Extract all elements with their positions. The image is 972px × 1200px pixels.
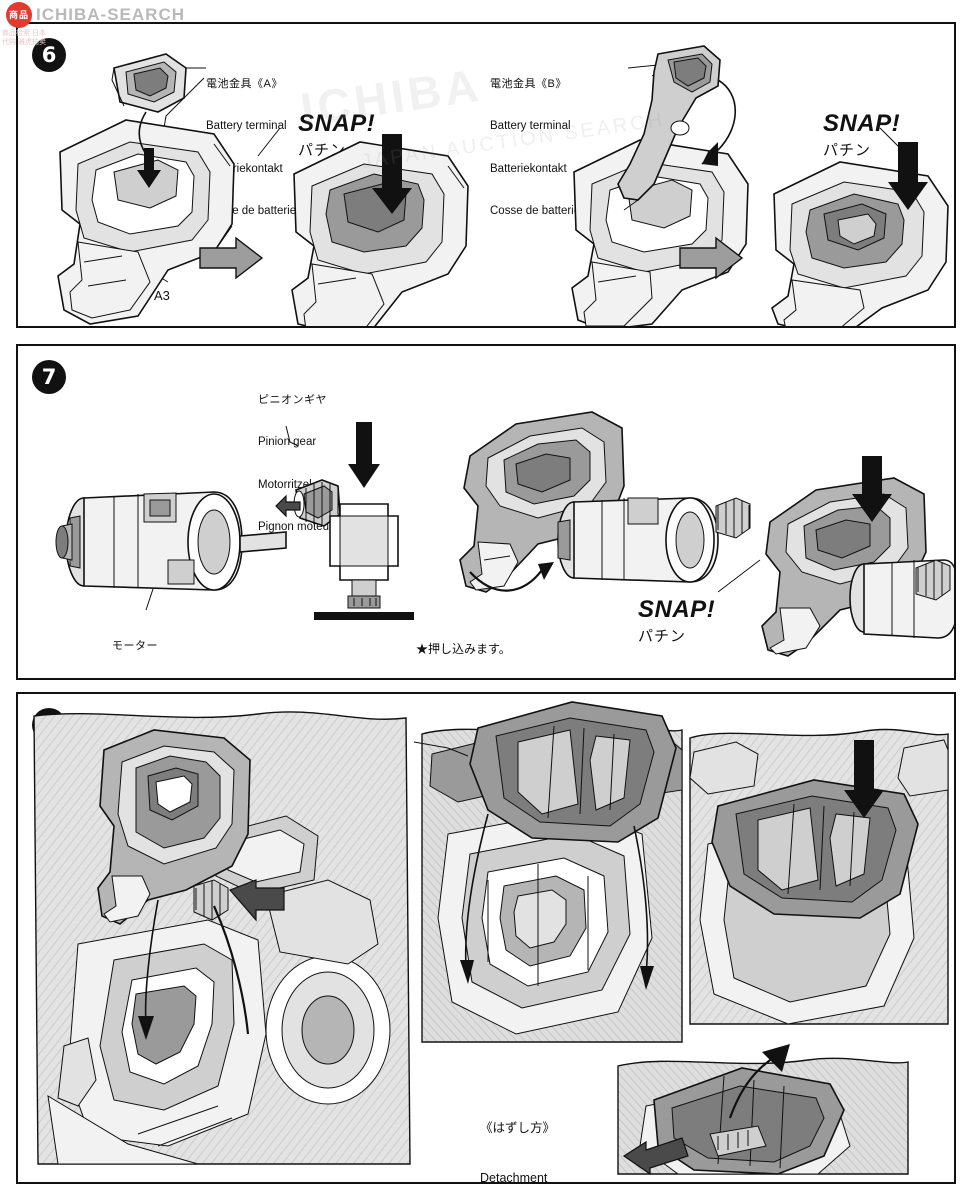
part-label-a3: A3	[154, 288, 170, 303]
press-motor-arrow	[852, 456, 892, 522]
step-7-artwork	[55, 411, 954, 657]
snap-label-3: SNAP! パチン	[638, 596, 716, 645]
chassis-middle	[413, 701, 683, 1043]
step-7-panel: 7 ピニオンギヤ Pinion gear Motorritzel Pignon …	[16, 344, 956, 680]
terminal-b-arrowhead	[702, 142, 718, 166]
step-6-artwork	[57, 45, 949, 326]
pinion-insert-arrow	[275, 494, 301, 518]
terminal-b-path	[701, 79, 737, 165]
chassis-right	[689, 728, 949, 1025]
step-6-number: 6	[32, 38, 66, 72]
insert-arrow-a	[137, 148, 161, 188]
detach-inset	[617, 1044, 909, 1176]
progress-arrow-2	[679, 236, 744, 280]
progress-arrow-1	[199, 236, 264, 280]
step-7-number: 7	[32, 360, 66, 394]
push-in-diagram	[314, 422, 414, 620]
press-arrow-b	[888, 142, 928, 210]
snap-label-2: SNAP! パチン	[823, 110, 901, 159]
detachment-note: 《はずし方》 Detachment Herauslösen Déballage	[480, 1120, 556, 1184]
press-cover-arrow	[844, 740, 884, 818]
push-in-instructions: ★押し込みます。 ★Push in. ★Eindrücken. ★Appuyer…	[416, 641, 511, 656]
step-8-panel: 8 A4 SNAP! パチン 《はずし方》 Detachment Herausl…	[16, 692, 956, 1184]
step-8-artwork	[33, 701, 949, 1176]
pinion-gear-art	[293, 479, 341, 527]
callout-battery-terminal-b: 電池金具《B》 Battery terminal Batteriekontakt…	[490, 78, 581, 217]
insert-gearbox-arrow	[228, 879, 285, 922]
press-arrow-a	[372, 134, 412, 214]
step-6-panel: 6 電池金具《A》 Battery terminal Batteriekonta…	[16, 22, 956, 328]
chassis-left	[33, 711, 411, 1165]
callout-motor: モーター Motor Moteur	[112, 640, 158, 653]
